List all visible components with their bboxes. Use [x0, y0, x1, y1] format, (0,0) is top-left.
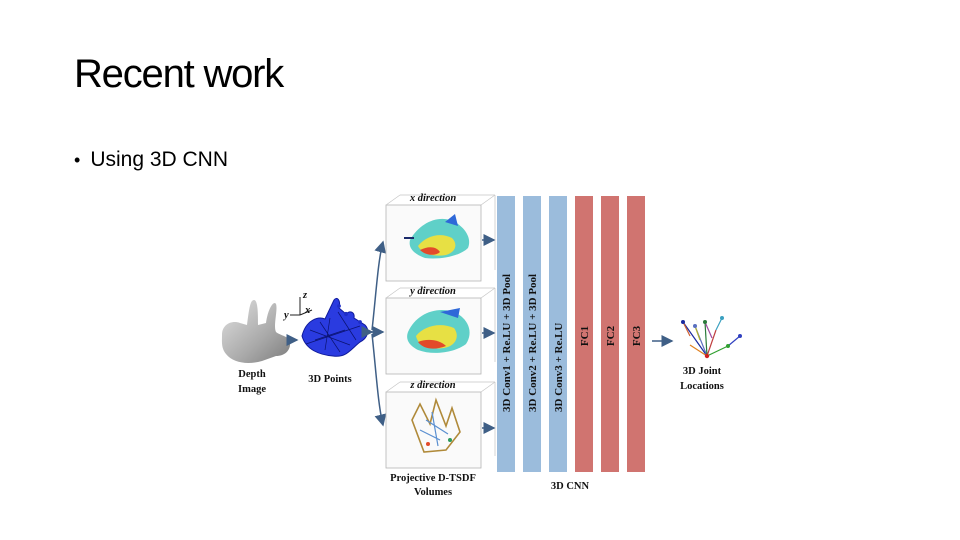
projection-y-volume	[385, 287, 496, 375]
output-label-line2: Locations	[680, 381, 724, 392]
bullet-text: Using 3D CNN	[90, 148, 229, 171]
point-cloud	[301, 297, 369, 357]
bullet-dot: •	[74, 149, 81, 170]
cnn-layer-label-2: 3D Conv2 + Re.LU + 3D Pool	[527, 274, 539, 412]
cnn-layers: 3D Conv1 + Re.LU + 3D Pool 3D Conv2 + Re.…	[497, 196, 645, 472]
depth-image	[221, 300, 291, 363]
cnn-layer-bar-5	[601, 196, 619, 472]
cnn-layer-label-5: FC2	[605, 325, 617, 346]
bullet-item: • Using 3D CNN	[74, 148, 228, 172]
projection-z-label: z direction	[409, 380, 455, 391]
projection-to-cnn-arrows	[482, 234, 496, 434]
depth-image-label-line1: Depth	[238, 369, 266, 380]
cnn-layer-bar-3	[549, 196, 567, 472]
axis-glyph: z x y	[282, 290, 313, 321]
axis-x-label: x	[304, 305, 310, 316]
cnn-layer-label-1: 3D Conv1 + Re.LU + 3D Pool	[501, 274, 513, 412]
joint-skeleton	[681, 316, 742, 359]
axis-z-label: z	[302, 290, 308, 301]
cnn-layer-bar-1	[497, 196, 515, 472]
cnn-layer-label-3: 3D Conv3 + Re.LU	[553, 323, 565, 412]
projection-z-volume	[385, 381, 496, 469]
cnn-layer-bar-2	[523, 196, 541, 472]
cnn-layer-label-4: FC1	[579, 326, 591, 346]
projection-caption-line2: Volumes	[414, 487, 452, 498]
fanout-arrows	[286, 240, 387, 427]
projection-caption-line1: Projective D-TSDF	[390, 473, 476, 484]
projection-y-label: y direction	[408, 286, 456, 297]
projection-x-label: x direction	[409, 193, 457, 204]
output-label-line1: 3D Joint	[683, 366, 722, 377]
cnn-layer-bar-6	[627, 196, 645, 472]
depth-image-label-line2: Image	[238, 384, 266, 395]
axis-y-label: y	[282, 310, 289, 321]
cnn-layer-bar-4	[575, 196, 593, 472]
projection-x-volume	[385, 194, 496, 282]
cnn-caption: 3D CNN	[551, 481, 590, 492]
cnn-layer-label-6: FC3	[631, 325, 643, 346]
slide-title: Recent work	[74, 52, 284, 96]
points-label: 3D Points	[308, 374, 351, 385]
